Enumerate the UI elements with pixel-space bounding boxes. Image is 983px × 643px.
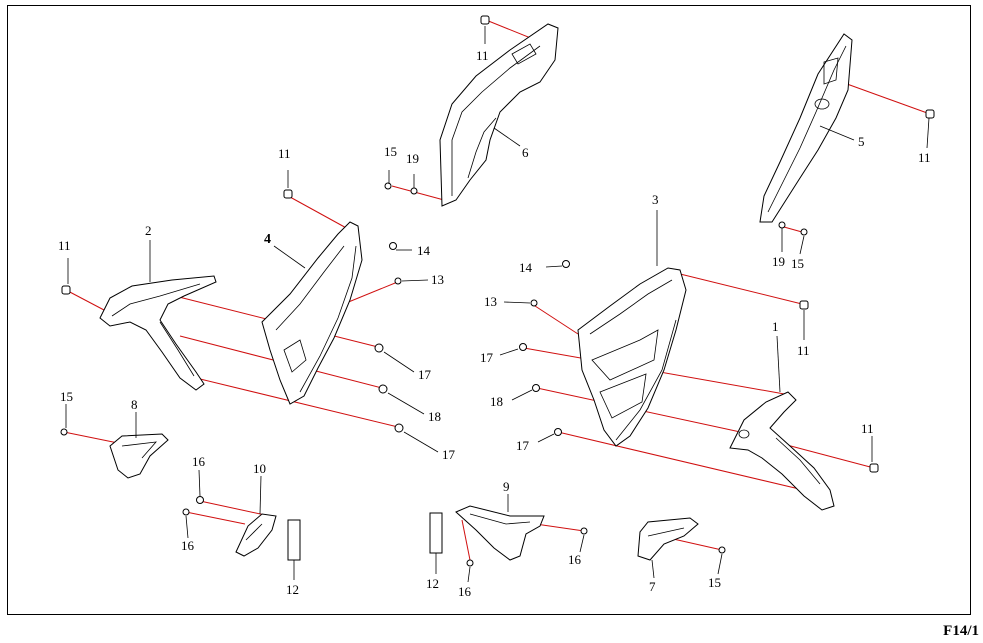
- callout-4[interactable]: 4: [264, 232, 271, 247]
- part-7-bracket[interactable]: [637, 517, 699, 561]
- part-2-panel[interactable]: [99, 275, 217, 391]
- callout-18-left[interactable]: 18: [428, 409, 441, 424]
- callout-16-b[interactable]: 16: [181, 538, 195, 553]
- screw-16-a[interactable]: [196, 496, 204, 504]
- fasteners: [60, 15, 935, 567]
- grommet-17-right-lower[interactable]: [554, 428, 562, 436]
- part-4-side-panel[interactable]: [261, 221, 363, 405]
- callout-10[interactable]: 10: [253, 461, 266, 476]
- part-1-lower-cover[interactable]: [729, 391, 835, 511]
- screw-16-d[interactable]: [466, 559, 474, 567]
- grommet-17-right-upper[interactable]: [519, 343, 527, 351]
- grommet-17-left-lower[interactable]: [394, 423, 404, 433]
- callout-15-upper[interactable]: 15: [384, 144, 397, 159]
- screw-11-upper-left[interactable]: [283, 189, 293, 199]
- screw-11-mid-right[interactable]: [799, 300, 809, 310]
- callout-11-lower-right[interactable]: 11: [861, 421, 874, 436]
- callout-1[interactable]: 1: [772, 319, 779, 334]
- screw-11-right-top[interactable]: [925, 109, 935, 119]
- part-5-cover[interactable]: [759, 33, 853, 223]
- page-code: F14/1: [943, 623, 979, 639]
- screw-11-left[interactable]: [61, 285, 71, 295]
- part-8-bracket[interactable]: [109, 433, 169, 479]
- callout-13-right[interactable]: 13: [484, 294, 497, 309]
- callout-2[interactable]: 2: [145, 223, 152, 238]
- clip-14-right[interactable]: [562, 260, 570, 268]
- screw-11-top[interactable]: [480, 15, 490, 25]
- screw-15-right[interactable]: [800, 228, 808, 236]
- part-10-bracket[interactable]: [235, 513, 277, 557]
- diagram-frame: [7, 5, 971, 615]
- callout-19-right[interactable]: 19: [772, 254, 785, 269]
- callout-15-left[interactable]: 15: [60, 389, 73, 404]
- callout-7[interactable]: 7: [649, 579, 656, 594]
- screw-15-bottom[interactable]: [718, 546, 726, 554]
- callout-17-left-lower[interactable]: 17: [442, 447, 456, 462]
- part-3-side-panel[interactable]: [577, 267, 687, 447]
- callout-13-left[interactable]: 13: [431, 272, 444, 287]
- screw-16-b[interactable]: [182, 508, 190, 516]
- callout-5[interactable]: 5: [858, 134, 865, 149]
- callout-15-bottom[interactable]: 15: [708, 575, 721, 590]
- part-12-strip-left[interactable]: [287, 519, 301, 561]
- callout-6[interactable]: 6: [522, 145, 529, 160]
- grommet-18-right[interactable]: [532, 384, 540, 392]
- callout-14-right[interactable]: 14: [519, 260, 533, 275]
- callout-17-left-upper[interactable]: 17: [418, 367, 432, 382]
- part-9-bracket[interactable]: [455, 505, 545, 561]
- callout-17-right-upper[interactable]: 17: [480, 350, 494, 365]
- callout-11-mid-right[interactable]: 11: [797, 343, 810, 358]
- callout-16-a[interactable]: 16: [192, 454, 206, 469]
- grommet-17-left-upper[interactable]: [374, 343, 384, 353]
- callout-16-d[interactable]: 16: [458, 584, 472, 599]
- screw-16-c[interactable]: [580, 527, 588, 535]
- clip-14-left[interactable]: [389, 242, 397, 250]
- washer-19-right[interactable]: [778, 221, 786, 229]
- callout-12-left[interactable]: 12: [286, 582, 299, 597]
- callout-16-c[interactable]: 16: [568, 552, 582, 567]
- grommet-18-left[interactable]: [378, 384, 388, 394]
- part-12-strip-center[interactable]: [429, 512, 443, 554]
- callout-11-right-top[interactable]: 11: [918, 150, 931, 165]
- callout-17-right-lower[interactable]: 17: [516, 438, 530, 453]
- screw-15-upper[interactable]: [384, 182, 392, 190]
- callout-3[interactable]: 3: [652, 192, 659, 207]
- callout-14-left[interactable]: 14: [417, 243, 431, 258]
- callout-labels: 11 6 5 11 15 19 19 15 11 11 2 4 14 13 17…: [58, 48, 931, 599]
- callout-12-center[interactable]: 12: [426, 576, 439, 591]
- clip-13-left[interactable]: [394, 277, 402, 285]
- callout-9[interactable]: 9: [503, 479, 510, 494]
- clip-13-right[interactable]: [530, 299, 538, 307]
- callout-11-top[interactable]: 11: [476, 48, 489, 63]
- callout-19-upper[interactable]: 19: [406, 151, 419, 166]
- screw-15-left[interactable]: [60, 428, 68, 436]
- washer-19-upper[interactable]: [410, 187, 418, 195]
- callout-11-upper-left[interactable]: 11: [278, 146, 291, 161]
- part-6-cover[interactable]: [439, 23, 559, 207]
- callout-8[interactable]: 8: [131, 397, 138, 412]
- callout-18-right[interactable]: 18: [490, 394, 503, 409]
- callout-11-left[interactable]: 11: [58, 238, 71, 253]
- screw-11-lower-right[interactable]: [869, 463, 879, 473]
- leader-lines: [65, 26, 930, 583]
- callout-15-right[interactable]: 15: [791, 256, 804, 271]
